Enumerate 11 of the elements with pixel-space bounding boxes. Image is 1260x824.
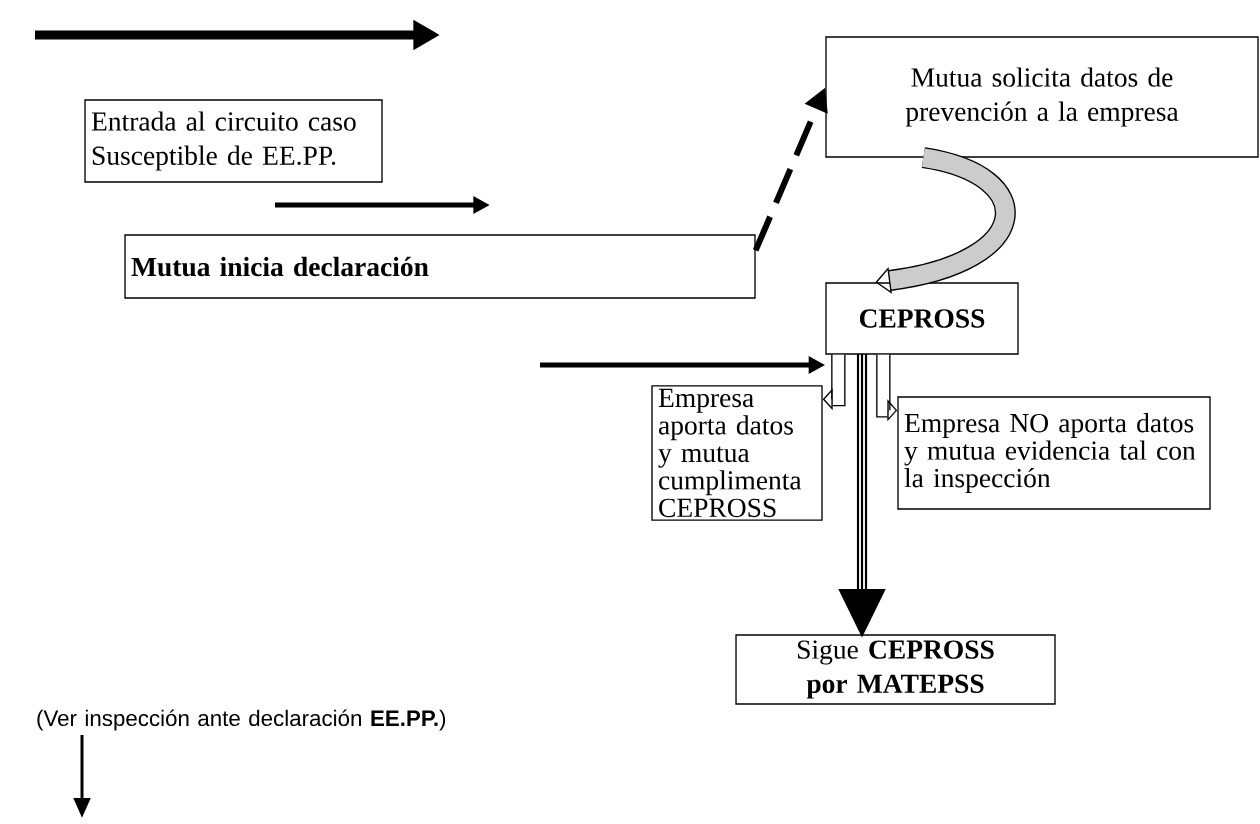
process-box: Mutua solicita datos de prevención a la empresa [825, 36, 1259, 158]
process-box: Mutua inicia declaración [124, 234, 756, 299]
curved-arrow [875, 147, 1016, 294]
process-box: CEPROSS [825, 282, 1019, 355]
triple-arrow [838, 354, 886, 638]
process-box: Empresa aporta datos y mutua cumplimenta CEPROSS [651, 385, 823, 521]
note-text: (Ver inspección ante declaración EE.PP.) [37, 709, 446, 731]
process-box: Sigue CEPROSS por MATEPSS [735, 634, 1056, 705]
process-box: Entrada al circuito caso Susceptible de EE.PP. [84, 99, 383, 183]
branch-arrow [822, 354, 846, 411]
process-box: Empresa NO aporta datos y mutua evidencia tal con la inspección [897, 396, 1211, 510]
